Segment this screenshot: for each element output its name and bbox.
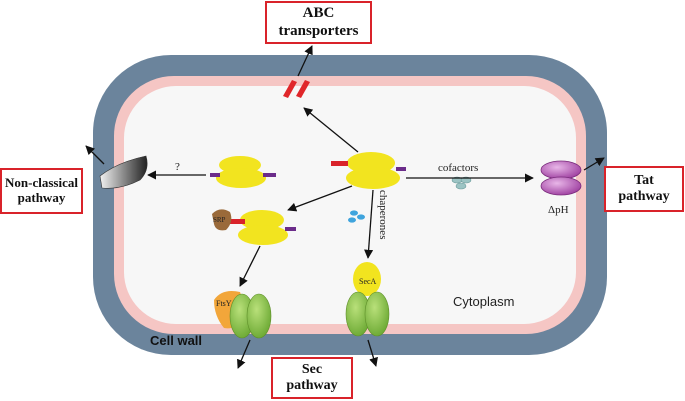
non-classical-protein: [99, 155, 148, 189]
protein-chain: [396, 167, 406, 171]
arrow-sec-right-out: [367, 339, 378, 367]
nc-line-1: Non-classical: [5, 175, 78, 191]
tat-line-2: pathway: [618, 189, 670, 204]
abc-transporters-box: ABC transporters: [265, 1, 372, 44]
arrow-to-seca: [364, 189, 374, 259]
abc-transporter: [283, 80, 310, 98]
abc-line-1: ABC: [302, 5, 335, 22]
signal-peptide: [331, 161, 348, 166]
sec-channel-ftsy: [214, 291, 272, 339]
non-classical-ribosome: [210, 156, 276, 188]
nc-line-2: pathway: [17, 190, 66, 205]
protein-chain: [263, 173, 276, 177]
arrow-to-srp: [287, 185, 353, 212]
cofactors-label: cofactors: [438, 162, 478, 174]
non-classical-pathway-box: Non-classical pathway: [0, 168, 83, 214]
tat-pathway-box: Tat pathway: [604, 166, 684, 212]
srp-ribosome: [212, 209, 296, 245]
protein-chain: [285, 227, 296, 231]
seca-label: SecA: [359, 277, 377, 286]
arrow-to-ftsy: [239, 245, 261, 287]
sec-channel-seca: [345, 262, 390, 337]
pathway-arrows: [85, 45, 605, 369]
sec-line-2: pathway: [286, 378, 338, 393]
abc-line-2: transporters: [278, 22, 359, 39]
sec-pathway-box: Sec pathway: [271, 357, 353, 399]
tat-channel: [540, 160, 582, 196]
srp-label: SRP: [213, 216, 226, 224]
ftsy-label: FtsY: [216, 299, 232, 308]
arrow-abc-out: [297, 45, 313, 77]
arrow-sec-left-out: [237, 339, 251, 369]
seca-protein: [353, 262, 381, 296]
cytoplasm: [124, 86, 576, 324]
sec-line-1: Sec: [301, 361, 323, 377]
srp-particle: [212, 209, 232, 231]
signal-peptide: [230, 219, 245, 224]
central-ribosome: [331, 152, 406, 189]
tat-line-1: Tat: [634, 172, 654, 188]
arrow-tat-out: [583, 157, 605, 171]
cytoplasm-label: Cytoplasm: [453, 294, 514, 309]
question-label: ?: [175, 161, 180, 173]
delta-ph-label: ΔpH: [548, 204, 569, 216]
protein-chain: [210, 173, 220, 177]
chaperones-label: chaperones: [377, 190, 389, 239]
arrow-to-abc: [303, 107, 359, 153]
cell-wall-label: Cell wall: [150, 333, 202, 348]
chaperone-molecules: [348, 210, 365, 223]
arrow-non-classical-out: [85, 145, 105, 165]
